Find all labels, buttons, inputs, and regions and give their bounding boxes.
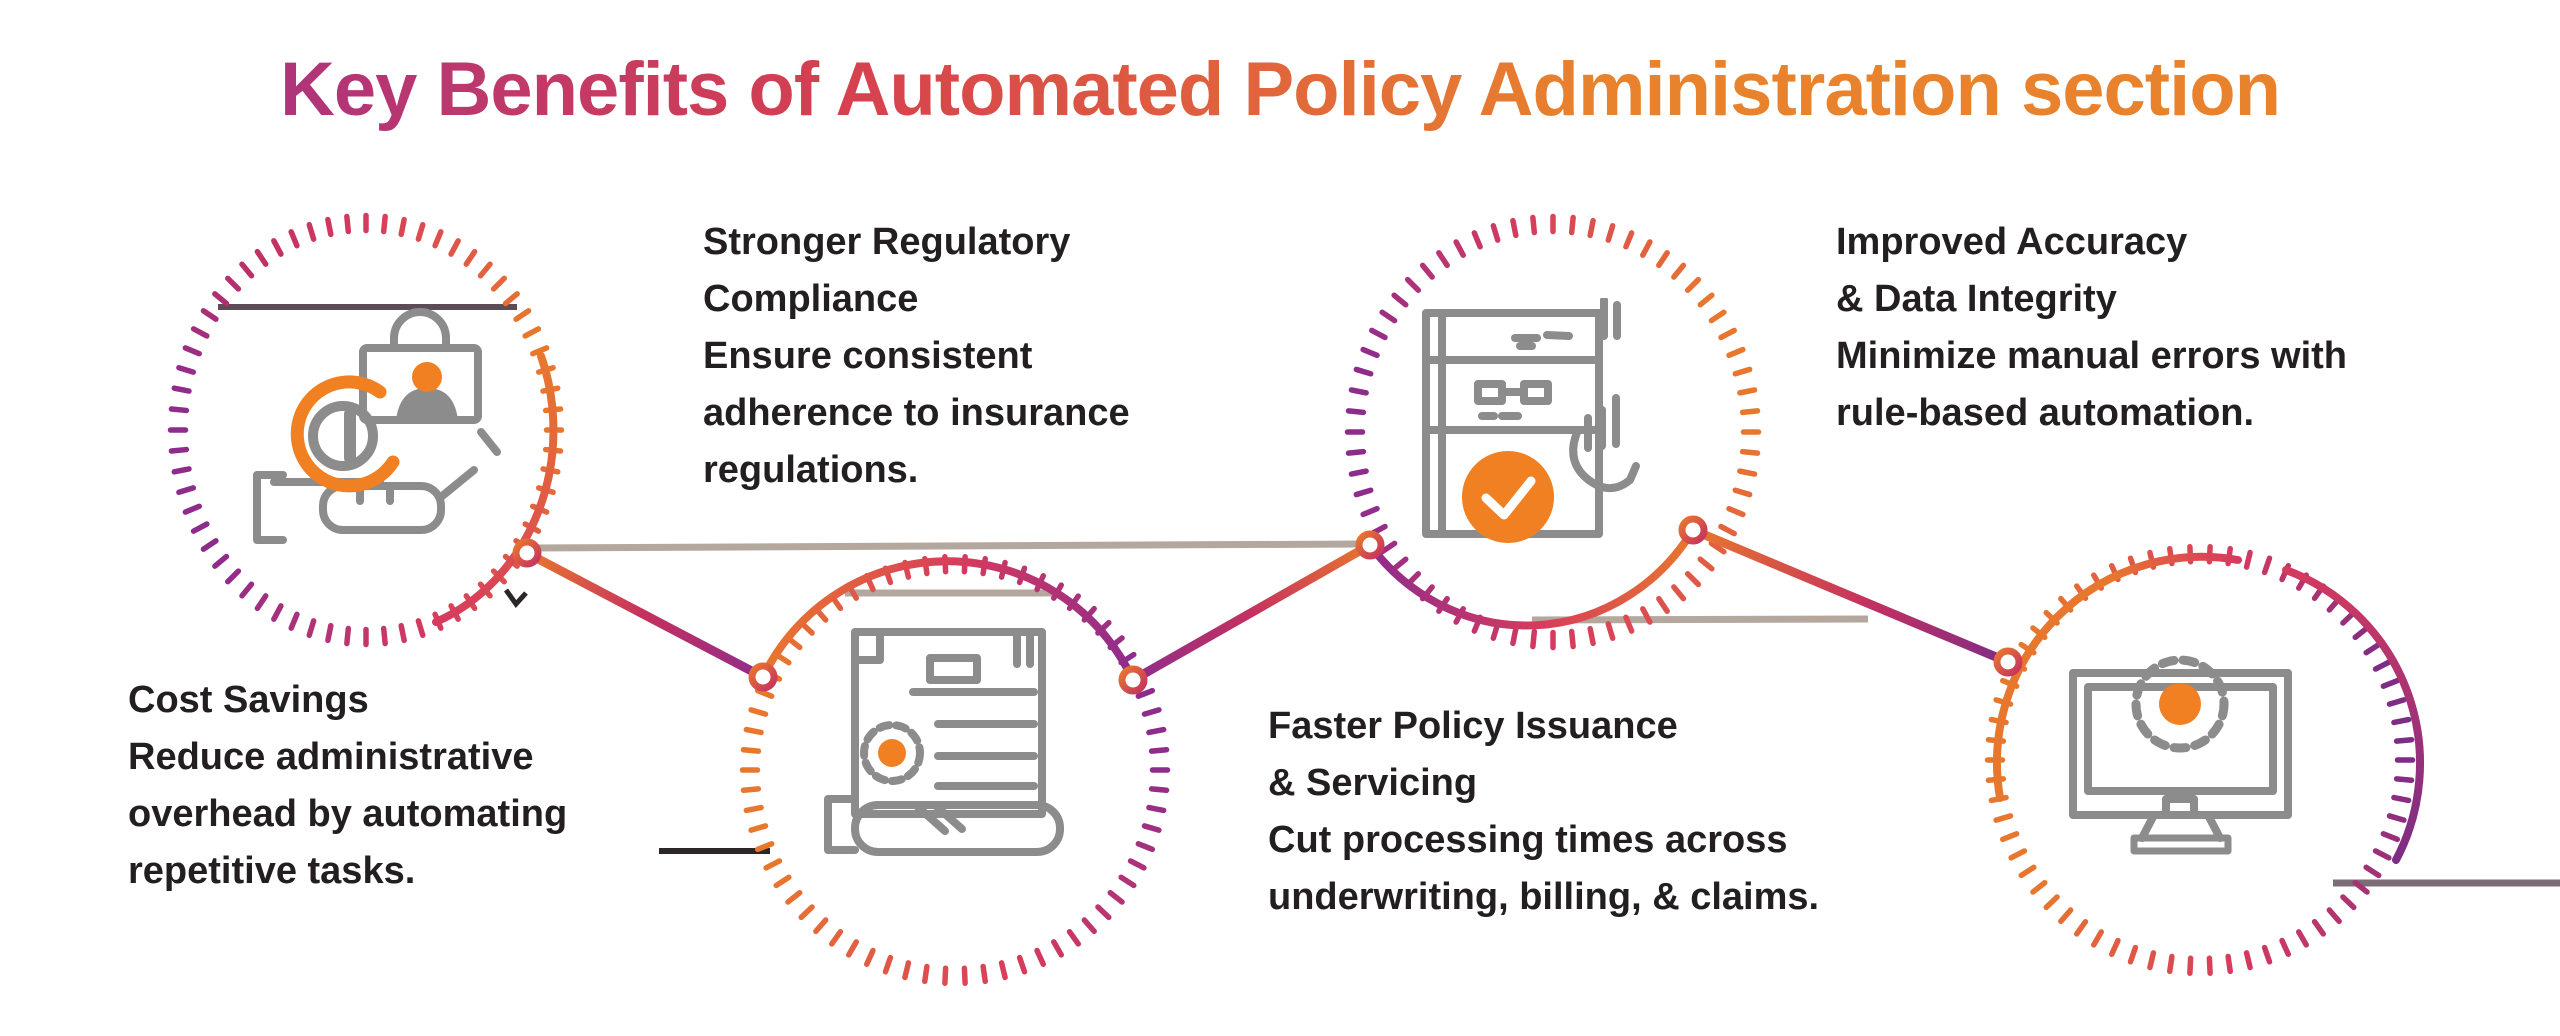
- benefit-body: Reduce administrative overhead by automa…: [128, 736, 568, 892]
- computer-gear-icon: [2069, 655, 2292, 855]
- finger-line-1: [914, 803, 949, 835]
- person-head: [412, 362, 442, 392]
- gear-center: [878, 739, 906, 767]
- check-mark: [1481, 476, 1536, 520]
- stand-base: [2130, 834, 2232, 855]
- benefit-body: Cut processing times across underwriting…: [1268, 819, 1820, 918]
- orange-crescent: [290, 375, 400, 493]
- document-corner: [851, 628, 884, 664]
- connector-line-3: [1688, 525, 2013, 667]
- hand-fist: [319, 482, 445, 534]
- hand-bracket: [253, 471, 287, 544]
- chord-line-circle3: [1531, 615, 1869, 624]
- solid-arc-circle4-left: [1992, 552, 2242, 802]
- junction-node-4: [1355, 530, 1385, 560]
- badge-circle: [308, 401, 378, 471]
- junction-node-5: [1678, 515, 1708, 545]
- benefit-heading: Improved Accuracy & Data Integrity: [1836, 221, 2188, 320]
- junction-node-2: [748, 662, 778, 692]
- benefit-heading: Stronger Regulatory Compliance: [703, 221, 1071, 320]
- monitor-notch: [2162, 795, 2198, 819]
- benefit-heading: Faster Policy Issuance & Servicing: [1268, 705, 1678, 804]
- checklist-approval-icon: [1422, 298, 1640, 543]
- hand-palm: [1569, 426, 1640, 492]
- gear-ring: [2131, 655, 2229, 753]
- junction-node-3: [1118, 665, 1148, 695]
- finger-line-2: [931, 801, 966, 833]
- timeline-line: [528, 540, 1363, 552]
- circle-border-2: [739, 553, 1171, 987]
- gear-ring: [860, 721, 924, 785]
- id-card-lock-icon: [253, 308, 501, 544]
- junction-node-6: [1993, 647, 2023, 677]
- row1-mark-2: [1543, 331, 1573, 340]
- hand-roll: [851, 801, 1064, 856]
- monitor-frame: [2069, 669, 2292, 819]
- benefit-body: Ensure consistent adherence to insurance…: [703, 335, 1130, 491]
- lock-shackle: [390, 308, 450, 352]
- benefit-text-faster-policy-issuance: Faster Policy Issuance & Servicing Cut p…: [1268, 698, 1819, 926]
- gear-center: [2159, 683, 2201, 725]
- connector-line-1: [522, 548, 768, 682]
- policy-document-gear-icon: [824, 628, 1064, 856]
- benefit-text-improved-accuracy: Improved Accuracy & Data Integrity Minim…: [1836, 214, 2347, 442]
- hand-bracket: [824, 795, 859, 854]
- pen-tip: [477, 428, 501, 456]
- stray-mark: [503, 588, 528, 608]
- solid-arc-circle1: [432, 352, 558, 626]
- check-circle: [1462, 451, 1554, 543]
- page-title: Key Benefits of Automated Policy Adminis…: [0, 46, 2560, 133]
- benefit-heading: Cost Savings: [128, 679, 369, 721]
- benefit-body: Minimize manual errors with rule-based a…: [1836, 335, 2347, 434]
- person-shoulders: [396, 388, 458, 420]
- benefit-text-cost-savings: Cost Savings Reduce administrative overh…: [128, 672, 567, 900]
- title-box: [926, 654, 981, 684]
- stand-right: [2204, 811, 2224, 842]
- junction-node-1: [512, 538, 542, 568]
- connector-line-2: [1128, 540, 1375, 685]
- benefit-text-regulatory-compliance: Stronger Regulatory Compliance Ensure co…: [703, 214, 1130, 499]
- solid-arc-circle4-right: [2282, 566, 2424, 864]
- solid-arc-circle3-bottom: [1366, 526, 1697, 630]
- stand-left: [2138, 811, 2158, 842]
- arm-line: [437, 466, 478, 501]
- solid-arc-circle2-top: [759, 557, 1137, 684]
